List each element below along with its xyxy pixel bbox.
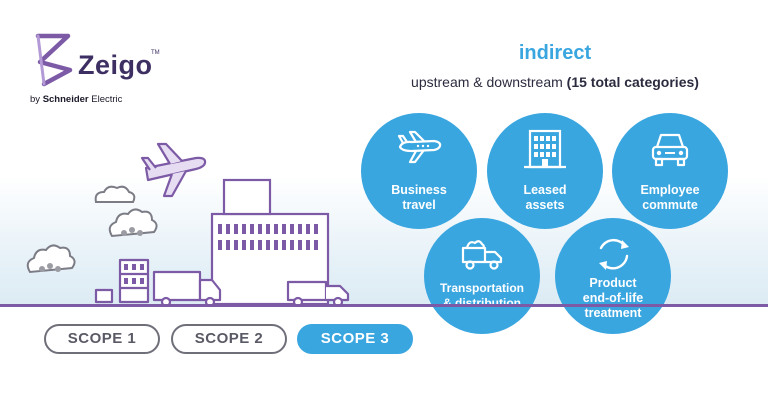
car-icon — [651, 133, 689, 167]
category-business-travel[interactable]: Business travel — [361, 113, 477, 229]
category-label-line: Product — [589, 276, 637, 290]
truck-icon — [461, 240, 503, 270]
scope-3-button[interactable]: SCOPE 3 — [297, 324, 413, 354]
category-label-line: Transportation — [439, 281, 524, 295]
category-product-end-of-life[interactable]: Product end-of-life treatment — [555, 218, 671, 334]
category-label-line: travel — [402, 198, 436, 212]
building-icon — [524, 129, 566, 169]
airplane-icon — [397, 130, 442, 164]
zeigo-logo[interactable]: Zeigo TM by Schneider Electric — [30, 28, 190, 118]
footer-band — [0, 307, 768, 405]
category-label-line: commute — [642, 198, 698, 212]
ground-line — [0, 304, 768, 307]
category-leased-assets[interactable]: Leased assets — [487, 113, 603, 229]
category-label-line: assets — [525, 198, 565, 212]
subheadline-lead: upstream & downstream — [411, 74, 563, 90]
scope-1-button[interactable]: SCOPE 1 — [44, 324, 160, 354]
headline: indirect — [518, 42, 592, 64]
subheadline-count: (15 total categories) — [566, 74, 699, 90]
logo-tagline: by Schneider Electric — [30, 94, 122, 105]
illustration-airplane — [140, 142, 207, 198]
category-label-line: Employee — [640, 183, 700, 197]
logo-tagline-suffix: Electric — [91, 94, 123, 105]
zeigo-logo-mark — [35, 33, 73, 87]
logo-wordmark: Zeigo — [78, 50, 153, 80]
category-transportation-distribution[interactable]: Transportation & distribution — [424, 218, 540, 334]
recycle-icon — [599, 238, 629, 270]
emissions-illustration — [26, 142, 350, 308]
category-label-line: Business — [391, 183, 447, 197]
scope-2-button[interactable]: SCOPE 2 — [171, 324, 287, 354]
category-label-line: Leased — [523, 183, 567, 197]
logo-tagline-prefix: by — [30, 94, 41, 105]
category-label-line: end-of-life — [582, 291, 644, 305]
category-label-line: treatment — [584, 306, 642, 320]
category-employee-commute[interactable]: Employee commute — [612, 113, 728, 229]
subheadline: upstream & downstream (15 total categori… — [365, 74, 745, 90]
logo-tagline-brand: Schneider — [42, 94, 89, 105]
logo-trademark: TM — [151, 50, 160, 56]
